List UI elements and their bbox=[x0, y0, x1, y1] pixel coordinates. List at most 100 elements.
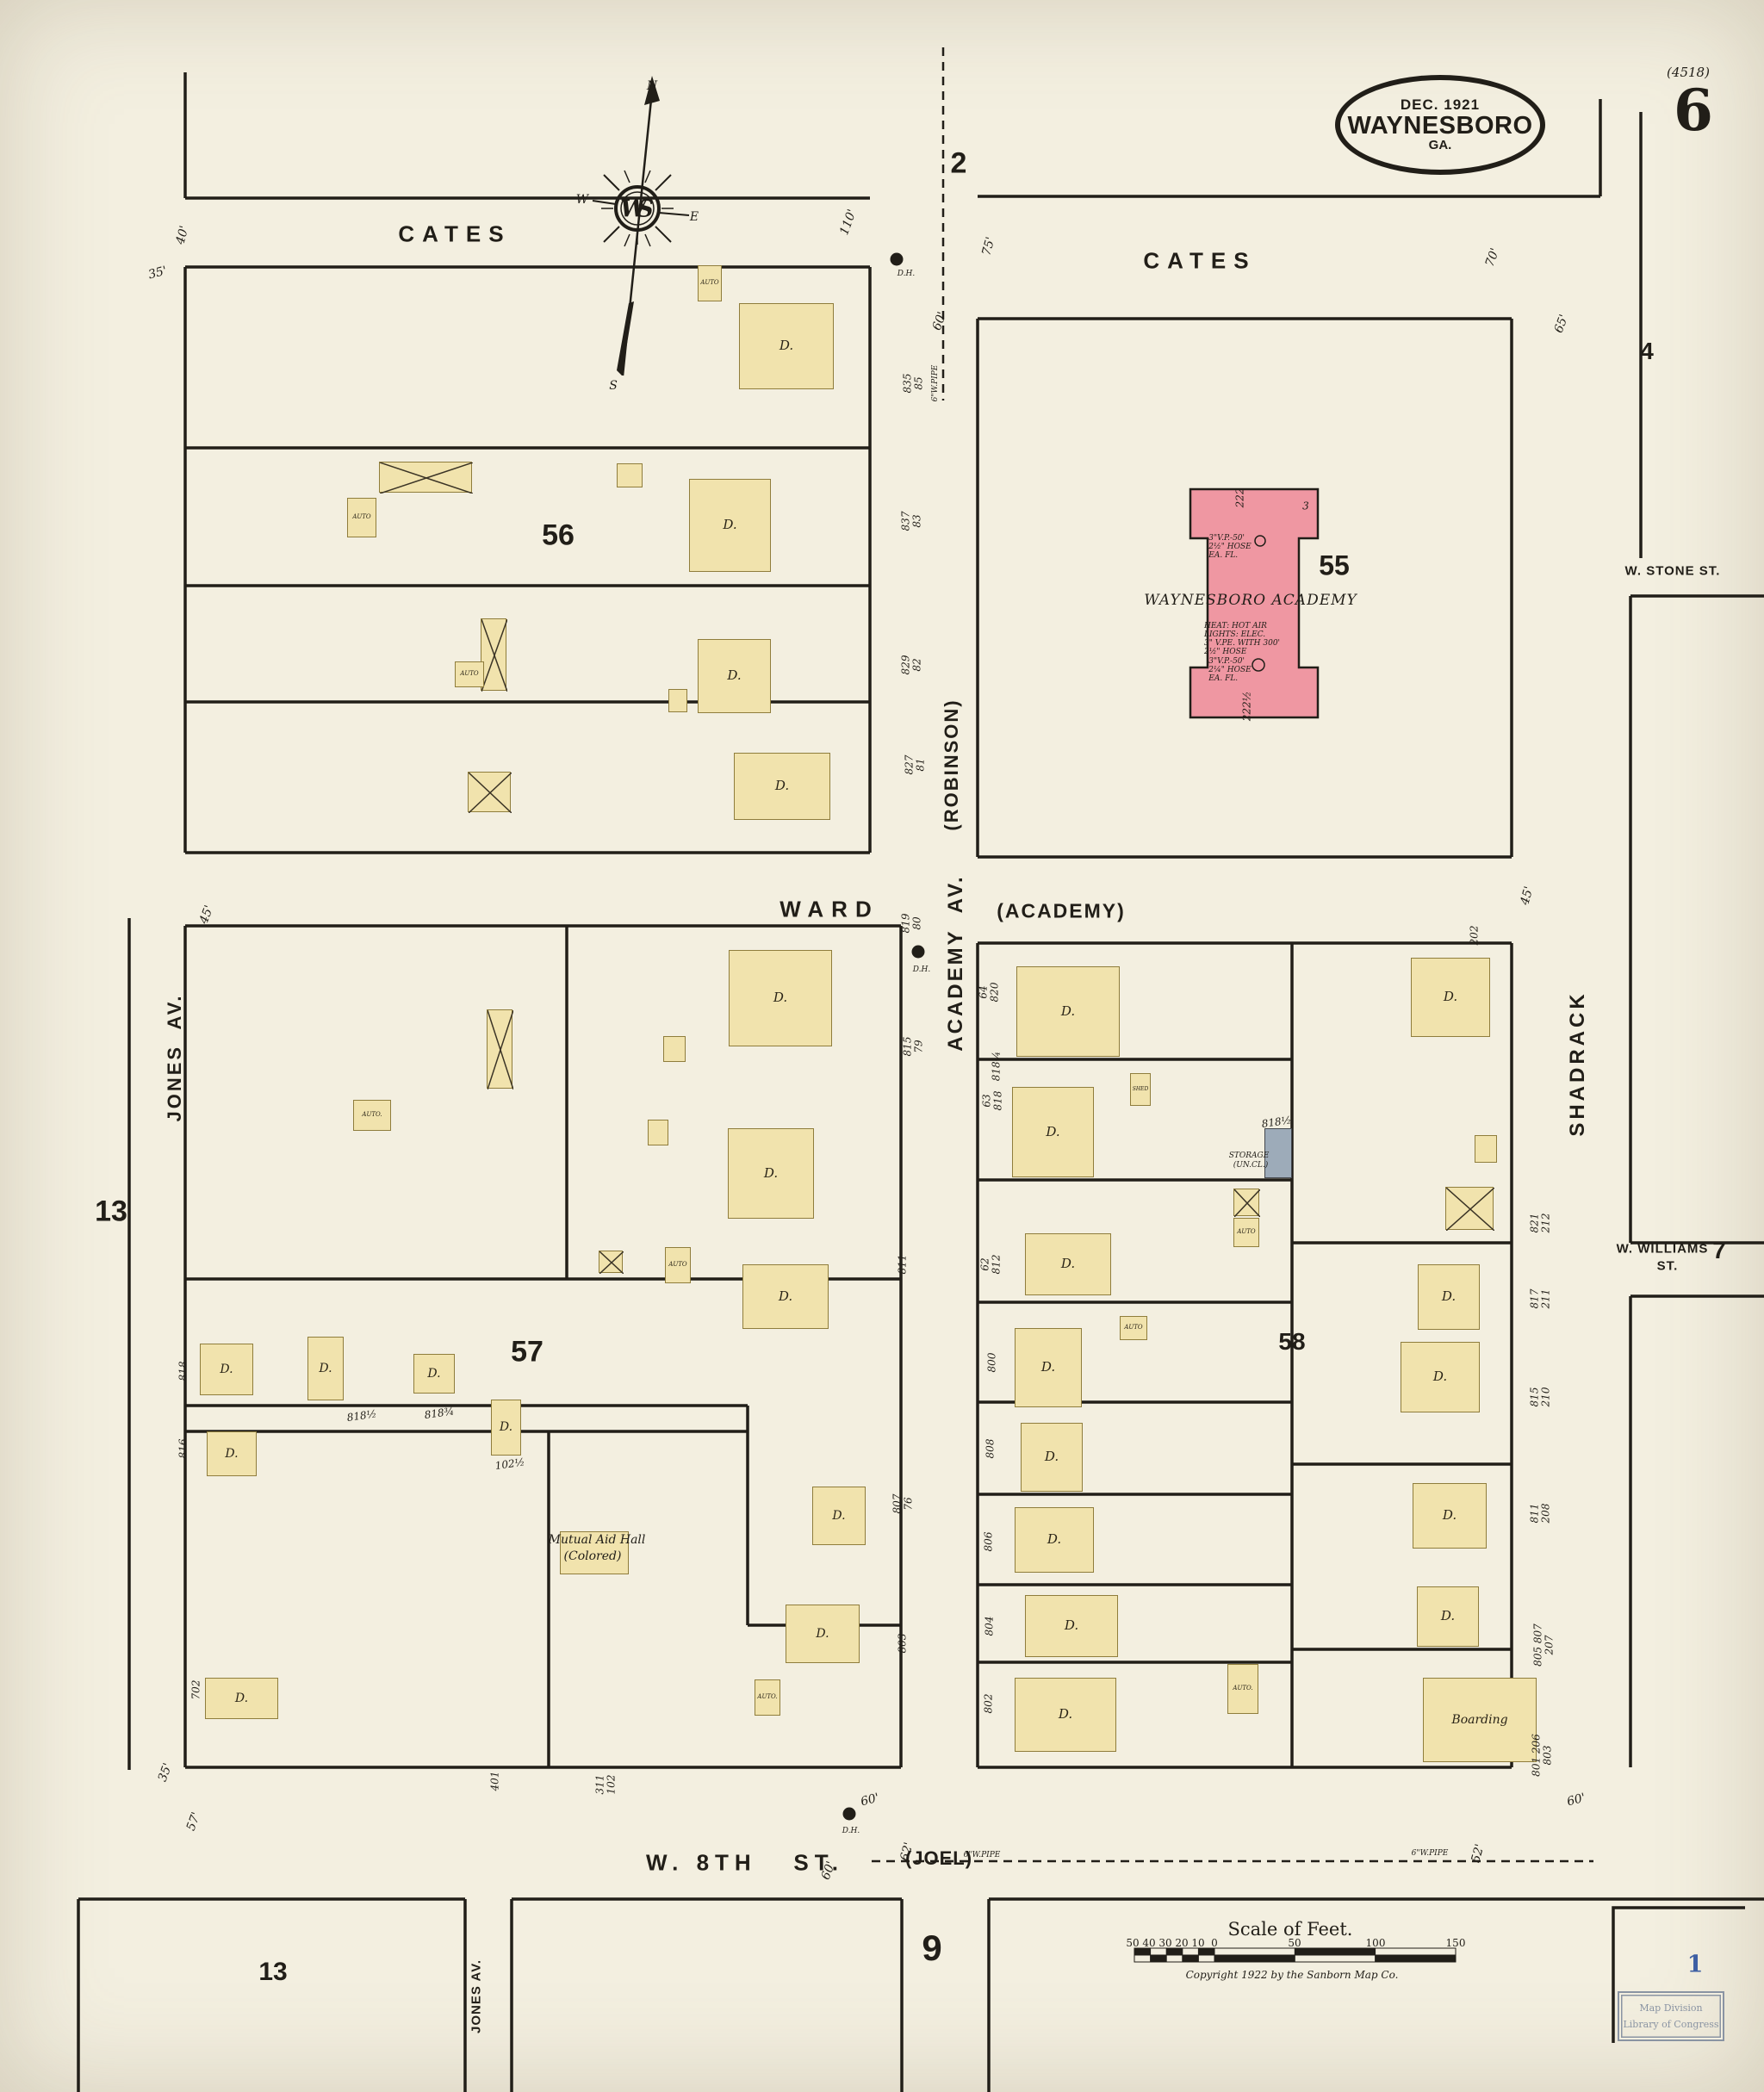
map-annotation: 401 bbox=[488, 1771, 501, 1791]
building: D. bbox=[1411, 958, 1490, 1037]
building: AUTO bbox=[1233, 1218, 1259, 1247]
stamp-line1: Map Division bbox=[1639, 2002, 1703, 2014]
map-annotation: 52' bbox=[1469, 1842, 1488, 1865]
map-annotation: 835 85 bbox=[901, 373, 924, 394]
map-annotation: 829 82 bbox=[899, 655, 922, 675]
map-annotation: (Colored) bbox=[563, 1549, 622, 1563]
building-label: D. bbox=[220, 1362, 233, 1376]
map-annotation: 800 bbox=[985, 1352, 998, 1373]
map-annotation: 110' bbox=[837, 207, 860, 238]
building: D. bbox=[1413, 1483, 1487, 1549]
building: D. bbox=[491, 1400, 521, 1456]
hydrant-dot bbox=[842, 1807, 856, 1821]
paper-ref-number: (4518) bbox=[1667, 65, 1710, 80]
building-label: D. bbox=[1060, 1003, 1076, 1019]
hydrant-dot bbox=[890, 252, 904, 266]
building: D. bbox=[307, 1337, 344, 1400]
map-annotation: 816 bbox=[177, 1438, 189, 1459]
building: AUTO bbox=[455, 661, 484, 687]
building: D. bbox=[1016, 966, 1120, 1057]
title-city: WAYNESBORO bbox=[1347, 111, 1533, 140]
map-annotation: 63 818 bbox=[980, 1090, 1003, 1111]
building: SHED bbox=[1130, 1073, 1151, 1106]
building: AUTO bbox=[698, 265, 722, 301]
building: AUTO. bbox=[1227, 1664, 1258, 1714]
building-label: D. bbox=[774, 778, 790, 794]
compass-west-label: W bbox=[575, 193, 589, 207]
building-label: D. bbox=[816, 1626, 829, 1641]
map-annotation: 827 81 bbox=[903, 754, 926, 775]
building-label: D. bbox=[727, 667, 742, 684]
block-number: 56 bbox=[542, 518, 575, 552]
scale-title: Scale of Feet. bbox=[1227, 1919, 1353, 1940]
stamp-line2: Library of Congress bbox=[1623, 2019, 1719, 2030]
map-annotation: 811 208 bbox=[1528, 1503, 1551, 1524]
scale-tick-label: 50 bbox=[1288, 1937, 1301, 1949]
building-label: AUTO. bbox=[362, 1111, 382, 1119]
building: D. bbox=[1015, 1328, 1082, 1407]
building bbox=[481, 618, 507, 692]
building bbox=[617, 463, 643, 487]
map-annotation: 6"W.PIPE bbox=[931, 364, 940, 402]
street-label: CATES bbox=[1143, 247, 1257, 274]
map-annotation: 45' bbox=[196, 903, 217, 926]
block-number: 57 bbox=[511, 1335, 543, 1369]
block-number: 13 bbox=[258, 1958, 288, 1986]
scale-tick-label: 150 bbox=[1445, 1937, 1466, 1949]
building-label: D. bbox=[319, 1361, 332, 1375]
building bbox=[379, 462, 473, 494]
scale-tick-label: 100 bbox=[1365, 1937, 1386, 1949]
street-label: ACADEMY AV. bbox=[944, 874, 967, 1052]
building: D. bbox=[1418, 1264, 1480, 1330]
building-label: D. bbox=[1047, 1531, 1062, 1548]
building-label: AUTO bbox=[668, 1261, 687, 1269]
copyright-line: Copyright 1922 by the Sanborn Map Co. bbox=[1185, 1969, 1399, 1981]
building: AUTO bbox=[347, 498, 376, 537]
building: D. bbox=[1401, 1342, 1480, 1412]
street-label: ST. bbox=[1656, 1258, 1679, 1274]
scale-tick-label: 0 bbox=[1211, 1937, 1218, 1949]
building: D. bbox=[786, 1605, 860, 1663]
library-stamp: Map Division Library of Congress bbox=[1618, 1991, 1724, 2041]
building-label: D. bbox=[1058, 1706, 1073, 1723]
building bbox=[668, 689, 687, 712]
building bbox=[663, 1036, 686, 1062]
building-label: D. bbox=[763, 1164, 779, 1181]
building-label: D. bbox=[1441, 1288, 1457, 1305]
compass-rose-icon bbox=[592, 76, 690, 376]
hydrant-dot bbox=[911, 945, 925, 959]
map-annotation: 802 bbox=[982, 1693, 995, 1714]
building: D. bbox=[734, 753, 830, 820]
map-annotation: 806 bbox=[982, 1531, 995, 1552]
academy-note-top: 3"V.P.-50' 2½" HOSE EA. FL. bbox=[1208, 534, 1252, 560]
map-annotation: 35' bbox=[155, 1761, 176, 1784]
building bbox=[1233, 1189, 1260, 1217]
map-annotation: 57' bbox=[183, 1810, 204, 1833]
building-label: AUTO bbox=[352, 513, 371, 521]
map-annotation: 805 807 207 bbox=[1531, 1623, 1555, 1667]
copy-number-stamp: 1 bbox=[1686, 1951, 1704, 1978]
map-annotation: 818¼ bbox=[990, 1051, 1003, 1082]
map-annotation: STORAGE bbox=[1228, 1152, 1270, 1160]
map-annotation: 222 bbox=[1233, 487, 1246, 508]
building: D. bbox=[689, 479, 771, 572]
map-annotation: 60' bbox=[859, 1791, 881, 1810]
map-annotation: 811 bbox=[896, 1254, 909, 1275]
building-label: AUTO bbox=[700, 279, 719, 287]
building bbox=[487, 1009, 513, 1089]
academy-note-mid: HEAT: HOT AIR LIGHTS: ELEC. 3" V.PE. WIT… bbox=[1203, 622, 1281, 656]
map-annotation: 311 102 bbox=[593, 1774, 617, 1795]
street-label: (JOEL) bbox=[904, 1847, 973, 1869]
building: AUTO bbox=[665, 1247, 691, 1283]
scale-tick-label: 20 bbox=[1175, 1937, 1189, 1949]
building: D. bbox=[1025, 1233, 1111, 1295]
building: D. bbox=[413, 1354, 455, 1394]
compass-monogram-icon: WS bbox=[620, 196, 654, 223]
building-label: D. bbox=[1443, 989, 1458, 1005]
scale-tick-label: 30 bbox=[1158, 1937, 1172, 1949]
building-label: D. bbox=[499, 1420, 513, 1435]
building: Boarding bbox=[1423, 1678, 1537, 1762]
map-annotation: 35' bbox=[146, 264, 169, 282]
building-label: AUTO. bbox=[757, 1693, 778, 1701]
building-label: D. bbox=[1442, 1507, 1457, 1524]
